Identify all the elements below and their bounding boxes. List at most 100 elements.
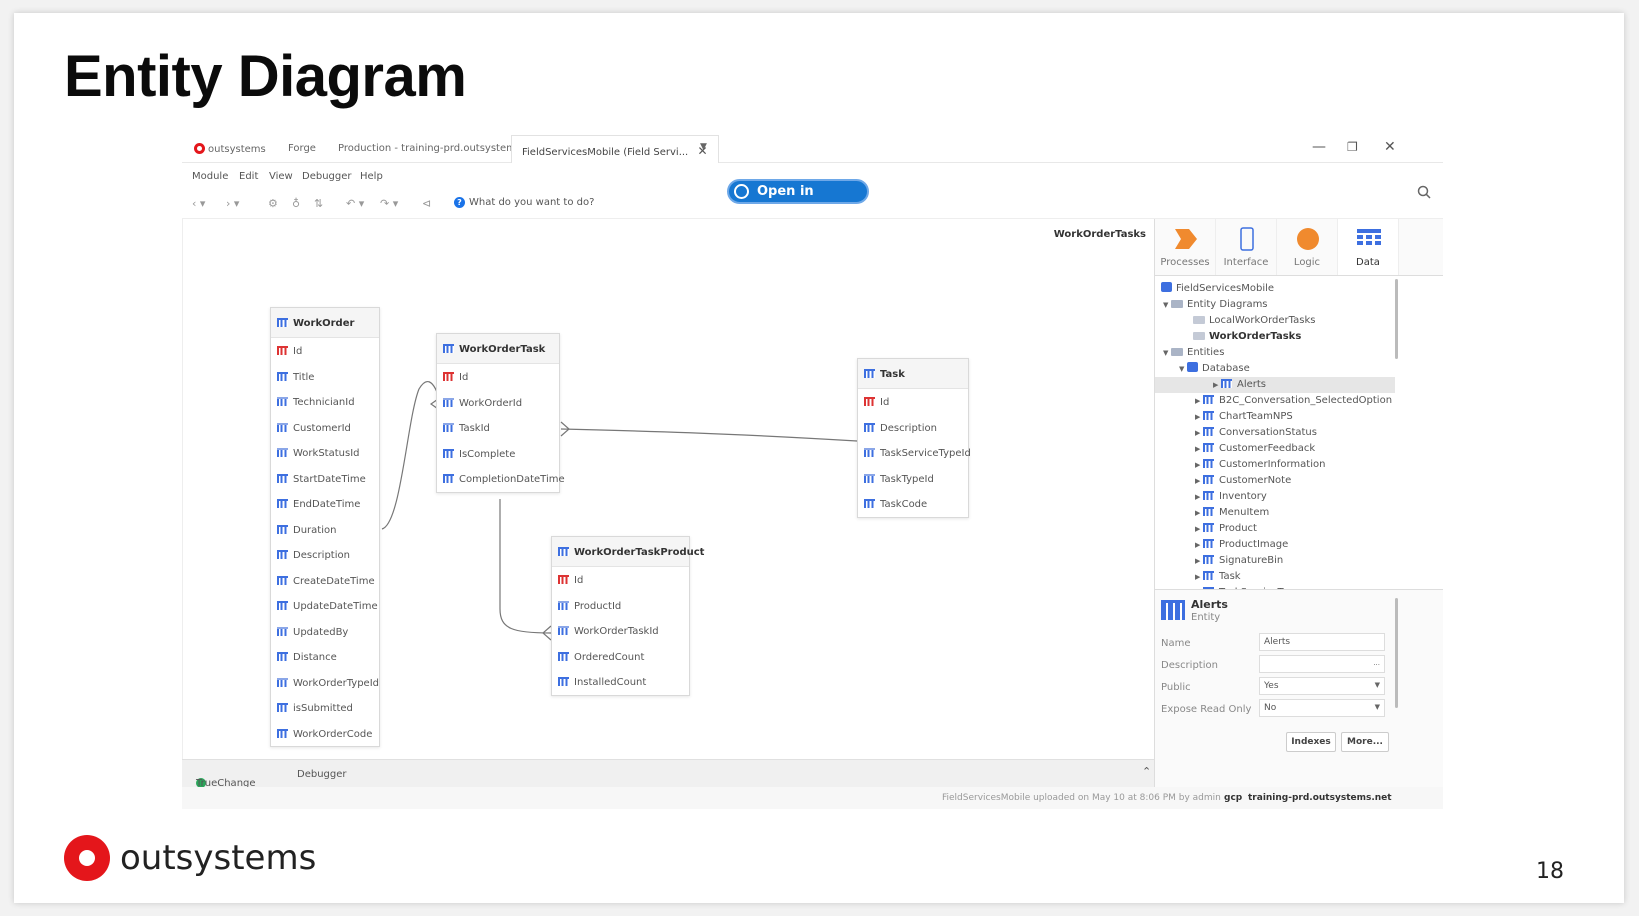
tree-entity-item[interactable]: ▶Task [1195, 569, 1241, 585]
entity-attribute[interactable]: WorkOrderTaskId [552, 618, 689, 644]
undo-icon[interactable]: ↶ ▾ [346, 197, 365, 210]
entity-attribute[interactable]: TaskTypeId [858, 466, 968, 492]
tab-production[interactable]: Production - training-prd.outsystem... [338, 143, 526, 154]
prop-expose-select[interactable]: No▼ [1259, 699, 1385, 717]
tree-diagram-workordertasks[interactable]: WorkOrderTasks [1193, 329, 1301, 345]
entity-attribute[interactable]: Title [271, 364, 379, 390]
tree-entity-item[interactable]: ▶ChartTeamNPS [1195, 409, 1293, 425]
indexes-button[interactable]: Indexes [1286, 732, 1336, 752]
entity-attribute[interactable]: Id [271, 338, 379, 364]
entity-attribute[interactable]: Description [858, 415, 968, 441]
tab-fieldservicesmobile[interactable]: FieldServicesMobile (Field Servi... ✕ [511, 135, 719, 163]
merge-icon[interactable]: ⇅ [314, 197, 324, 210]
redo-icon[interactable]: ↷ ▾ [380, 197, 399, 210]
entity-attribute[interactable]: Description [271, 542, 379, 568]
entity-attribute[interactable]: WorkOrderId [437, 390, 559, 416]
entity-attribute[interactable]: TaskCode [858, 491, 968, 517]
tab-processes[interactable]: Processes [1155, 219, 1216, 275]
tree-entity-diagrams[interactable]: ▼Entity Diagrams [1163, 297, 1268, 313]
entity-attribute[interactable]: Id [552, 567, 689, 593]
tree-database[interactable]: ▼Database [1179, 361, 1250, 377]
close-tab-icon[interactable]: ✕ [697, 144, 708, 158]
tab-data[interactable]: Data [1338, 219, 1399, 275]
menu-edit[interactable]: Edit [239, 171, 259, 182]
tab-forge[interactable]: Forge [288, 143, 316, 154]
tab-home[interactable]: outsystems [194, 143, 266, 155]
interface-icon [1240, 227, 1254, 251]
settings-icon[interactable]: ⚙ [268, 197, 278, 210]
entity-attribute[interactable]: TechnicianId [271, 389, 379, 415]
bulb-icon[interactable]: ♁ [292, 197, 301, 210]
search-icon[interactable] [1417, 185, 1431, 199]
prop-name-field[interactable]: Alerts [1259, 633, 1385, 651]
entity-attribute[interactable]: Distance [271, 644, 379, 670]
tree-entity-item[interactable]: ▶Product [1195, 521, 1257, 537]
minimize-icon[interactable]: — [1312, 139, 1326, 155]
tree-entity-item[interactable]: ▶SignatureBin [1195, 553, 1283, 569]
restore-icon[interactable]: ❐ [1347, 140, 1358, 154]
entity-attribute[interactable]: TaskId [437, 415, 559, 441]
entity-attribute[interactable]: StartDateTime [271, 466, 379, 492]
entity-attribute[interactable]: UpdatedBy [271, 619, 379, 645]
entity-attribute[interactable]: UpdateDateTime [271, 593, 379, 619]
props-scrollbar[interactable] [1395, 598, 1398, 708]
tab-interface[interactable]: Interface [1216, 219, 1277, 275]
open-in-browser-button[interactable]: Open in browser [727, 179, 869, 220]
entity-attribute[interactable]: WorkOrderCode [271, 721, 379, 747]
foreign-key-icon [277, 397, 288, 406]
tab-logic[interactable]: Logic [1277, 219, 1338, 275]
entity-attribute[interactable]: TaskServiceTypeId [858, 440, 971, 466]
entity-attribute[interactable]: isSubmitted [271, 695, 379, 721]
debugger-tab[interactable]: Debugger [297, 769, 347, 780]
tab-dropdown-icon[interactable]: ▼ [700, 142, 707, 152]
menu-help[interactable]: Help [360, 171, 383, 182]
tree-entity-item[interactable]: ▶CustomerFeedback [1195, 441, 1315, 457]
entity-attribute[interactable]: WorkOrderTypeId [271, 670, 379, 696]
tree-entity-item[interactable]: ▶CustomerNote [1195, 473, 1291, 489]
close-window-icon[interactable]: ✕ [1384, 139, 1396, 155]
menu-view[interactable]: View [269, 171, 293, 182]
entity-attribute[interactable]: IsComplete [437, 441, 559, 467]
forward-icon[interactable]: › ▾ [226, 197, 240, 210]
tree-diagram-local[interactable]: LocalWorkOrderTasks [1193, 313, 1315, 329]
more-button[interactable]: More... [1341, 732, 1389, 752]
ask-input[interactable]: ?What do you want to do? [454, 197, 594, 208]
feedback-icon[interactable]: ⊲ [422, 197, 432, 210]
prop-public-select[interactable]: Yes▼ [1259, 677, 1385, 695]
tree-entity-item[interactable]: ▶MenuItem [1195, 505, 1269, 521]
attribute-icon [443, 474, 454, 483]
entity-attribute[interactable]: Duration [271, 517, 379, 543]
entity-attribute[interactable]: InstalledCount [552, 669, 689, 695]
tree-scrollbar[interactable] [1395, 279, 1398, 359]
tree-entity-item[interactable]: ▶TaskServiceType [1195, 585, 1301, 589]
ellipsis-icon[interactable]: ... [1373, 659, 1380, 667]
back-icon[interactable]: ‹ ▾ [192, 197, 206, 210]
entity-attribute[interactable]: WorkStatusId [271, 440, 379, 466]
entity-attribute[interactable]: ProductId [552, 593, 689, 619]
tree-entity-item[interactable]: ▶Alerts [1155, 377, 1395, 393]
entity-attribute[interactable]: Id [437, 364, 559, 390]
entity-attribute[interactable]: EndDateTime [271, 491, 379, 517]
prop-description-field[interactable]: ... [1259, 655, 1385, 673]
tree-entity-item[interactable]: ▶ProductImage [1195, 537, 1288, 553]
tree-entity-item[interactable]: ▶B2C_Conversation_SelectedOption [1195, 393, 1392, 409]
tree-module[interactable]: FieldServicesMobile [1161, 281, 1274, 297]
tree-entities[interactable]: ▼Entities [1163, 345, 1224, 361]
tree-entity-item[interactable]: ▶ConversationStatus [1195, 425, 1317, 441]
entity-attribute[interactable]: OrderedCount [552, 644, 689, 670]
tree-entity-item[interactable]: ▶Inventory [1195, 489, 1267, 505]
chevron-up-icon[interactable]: ⌃ [1142, 765, 1152, 778]
attribute-icon [277, 524, 288, 534]
entity-attribute[interactable]: Id [858, 389, 968, 415]
tree-entity-item[interactable]: ▶CustomerInformation [1195, 457, 1325, 473]
entity-attribute[interactable]: CreateDateTime [271, 568, 379, 594]
entity-attribute[interactable]: CustomerId [271, 415, 379, 441]
menu-debugger[interactable]: Debugger [302, 171, 352, 182]
menu-module[interactable]: Module [192, 171, 229, 182]
entity-attribute[interactable]: CompletionDateTime [437, 466, 565, 492]
